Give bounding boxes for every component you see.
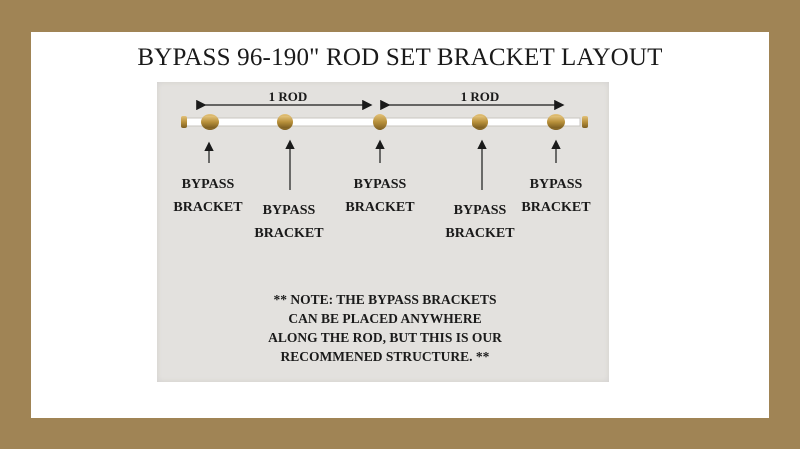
bracket-5-icon	[547, 114, 565, 130]
bracket-label-5-line1: BYPASS	[529, 177, 583, 192]
bracket-label-1: BYPASS BRACKET	[153, 173, 263, 219]
note-text: ** NOTE: THE BYPASS BRACKETS CAN BE PLAC…	[230, 290, 540, 366]
bracket-3-icon	[373, 114, 387, 130]
bracket-label-2-line1: BYPASS	[262, 203, 316, 218]
page-title: BYPASS 96-190" ROD SET BRACKET LAYOUT	[137, 44, 663, 71]
rod-label-left: 1 ROD	[268, 89, 308, 104]
bracket-label-5: BYPASS BRACKET	[501, 173, 611, 219]
bracket-label-2-line2: BRACKET	[254, 226, 324, 241]
finial-right	[582, 116, 588, 128]
bracket-2-icon	[277, 114, 293, 130]
bracket-label-4-line2: BRACKET	[445, 226, 515, 241]
bracket-label-3: BYPASS BRACKET	[325, 173, 435, 219]
bracket-label-4: BYPASS BRACKET	[425, 199, 535, 245]
diagram-panel	[157, 82, 609, 382]
bracket-label-3-line1: BYPASS	[353, 177, 407, 192]
note-line-1: ** NOTE: THE BYPASS BRACKETS	[273, 292, 497, 307]
bracket-4-icon	[472, 114, 488, 130]
bracket-label-1-line2: BRACKET	[173, 200, 243, 215]
note-line-4: RECOMMENED STRUCTURE. **	[280, 349, 490, 364]
bracket-label-3-line2: BRACKET	[345, 200, 415, 215]
bracket-label-1-line1: BYPASS	[181, 177, 235, 192]
bracket-1-icon	[201, 114, 219, 130]
bracket-label-5-line2: BRACKET	[521, 200, 591, 215]
bracket-label-4-line1: BYPASS	[453, 203, 507, 218]
note-line-2: CAN BE PLACED ANYWHERE	[288, 311, 482, 326]
rod-label-right: 1 ROD	[460, 89, 500, 104]
finial-left	[181, 116, 187, 128]
note-line-3: ALONG THE ROD, BUT THIS IS OUR	[268, 330, 502, 345]
bracket-label-2: BYPASS BRACKET	[234, 199, 344, 245]
